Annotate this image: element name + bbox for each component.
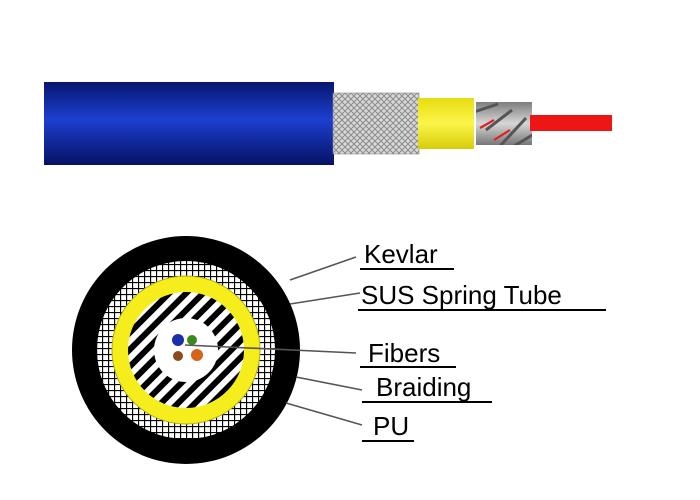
leader-spring-tube bbox=[289, 292, 361, 305]
underline-pu bbox=[362, 440, 414, 442]
label-kevlar: Kevlar bbox=[364, 239, 438, 269]
leader-pu bbox=[285, 402, 363, 426]
leader-kevlar bbox=[289, 256, 357, 281]
label-pu: PU bbox=[373, 411, 410, 441]
spring-coils bbox=[476, 102, 532, 145]
fiber-brown bbox=[173, 351, 183, 361]
label-braiding: Braiding bbox=[376, 372, 472, 402]
fiber-cavity bbox=[154, 318, 218, 382]
pu-jacket-segment bbox=[44, 82, 334, 165]
fiber-orange bbox=[191, 349, 203, 361]
cable-cross-section bbox=[72, 236, 300, 464]
fiber-blue bbox=[172, 334, 184, 346]
underline-spring-tube bbox=[358, 309, 606, 311]
label-fibers: Fibers bbox=[368, 338, 441, 368]
underline-kevlar bbox=[360, 268, 454, 270]
label-spring-tube: SUS Spring Tube bbox=[361, 280, 562, 310]
leader-fibers bbox=[184, 344, 357, 354]
braiding-segment bbox=[332, 92, 420, 155]
fiber-segment bbox=[530, 115, 612, 131]
cable-side-view bbox=[44, 82, 612, 165]
underline-braiding bbox=[362, 401, 492, 403]
leader-braiding bbox=[295, 376, 363, 391]
kevlar-segment bbox=[418, 98, 474, 149]
underline-fibers bbox=[360, 366, 456, 368]
fiber-green bbox=[187, 335, 197, 345]
leader-lines bbox=[184, 256, 363, 426]
